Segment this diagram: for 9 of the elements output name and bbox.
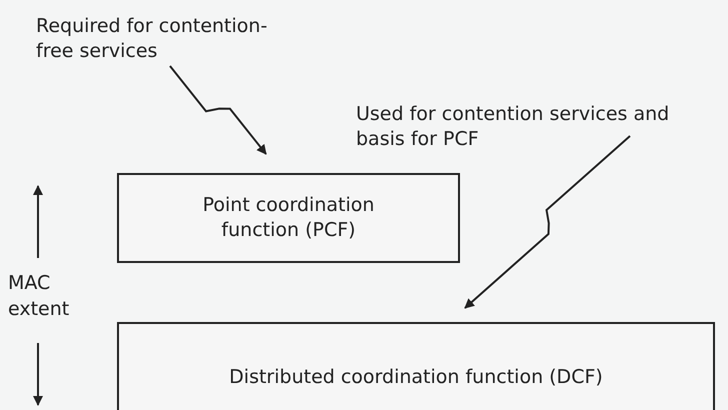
annotation-text: Point coordination function (PCF) <box>202 193 376 243</box>
zigzag-arrow <box>169 65 267 155</box>
annotation-text: Used for contention services and basis for PCF <box>356 102 670 152</box>
annotation-text: Required for contention-free services <box>36 14 268 64</box>
function-box <box>117 173 460 263</box>
annotation-text: Distributed coordination function (DCF) <box>229 364 603 390</box>
function-box <box>117 322 715 410</box>
zigzag-arrow <box>464 135 631 309</box>
dimension-label: MAC extent <box>8 271 70 322</box>
